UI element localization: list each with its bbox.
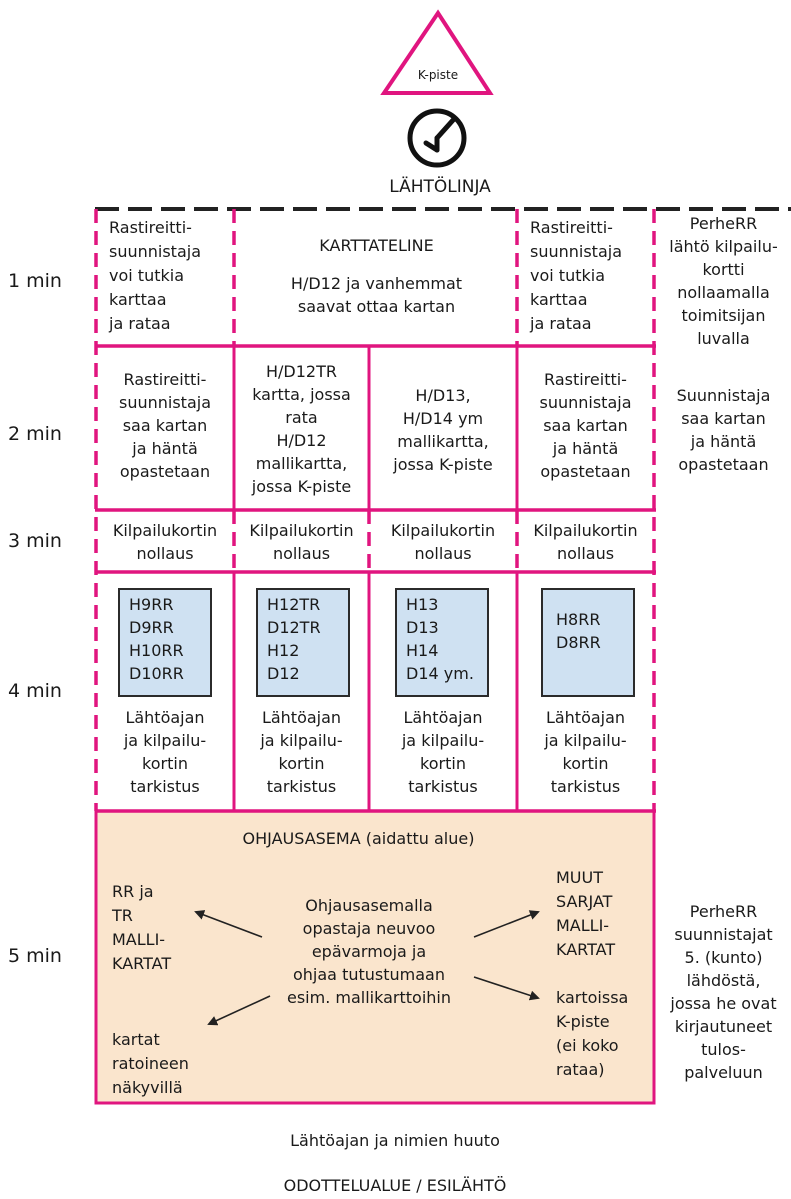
waiting-area-label: ODOTTELUALUE / ESILÄHTÖ [283, 1176, 507, 1195]
station-left-bottom: kartat ratoineen näkyvillä [112, 1030, 189, 1097]
station-side-note: PerheRR suunnistajat 5. (kunto) lähdöstä… [670, 902, 777, 1082]
row-label-4min: 4 min [8, 680, 62, 702]
map-rack-text: H/D12 ja vanhemmat saavat ottaa kartan [290, 274, 463, 316]
row2-cell-1: Rastireitti- suunnistaja saa kartan ja h… [118, 370, 211, 481]
row3-cell-2: Kilpailukortin nollaus [249, 521, 354, 563]
arrow-icon [194, 910, 263, 938]
row2-cell-3: H/D13, H/D14 ym mallikartta, jossa K-pis… [393, 386, 493, 474]
arrow-icon [473, 976, 540, 1001]
row2-side-note: Suunnistaja saa kartan ja häntä opasteta… [676, 386, 771, 474]
row-label-2min: 2 min [8, 423, 62, 445]
check-text-1: Lähtöajan ja kilpailu- kortin tarkistus [123, 708, 207, 796]
station-center-text: Ohjausasemalla opastaja neuvoo epävarmoj… [287, 896, 451, 1007]
start-line-label: LÄHTÖLINJA [389, 177, 491, 197]
class-box-2: H12TR D12TR H12 D12 [256, 588, 350, 697]
row2-cell-2: H/D12TR kartta, jossa rata H/D12 mallika… [251, 362, 352, 496]
row-label-3min: 3 min [8, 530, 62, 552]
class-box-3: H13 D13 H14 D14 ym. [395, 588, 489, 697]
arrow-icon [207, 995, 271, 1026]
row1-side-note: PerheRR lähtö kilpailu- kortti nollaamal… [669, 214, 778, 348]
clock-icon [407, 108, 467, 168]
row3-cell-1: Kilpailukortin nollaus [112, 521, 218, 563]
class-box-4: H8RR D8RR [541, 588, 635, 697]
check-text-2: Lähtöajan ja kilpailu- kortin tarkistus [260, 708, 343, 796]
row2-cell-4: Rastireitti- suunnistaja saa kartan ja h… [539, 370, 632, 481]
row-label-1min: 1 min [8, 270, 62, 292]
station-right-top: MUUT SARJAT MALLI- KARTAT [556, 868, 616, 959]
class-box-1: H9RR D9RR H10RR D10RR [118, 588, 212, 697]
station-title: OHJAUSASEMA (aidattu alue) [242, 829, 475, 848]
row3-cell-4: Kilpailukortin nollaus [533, 521, 638, 563]
row3-cell-3: Kilpailukortin nollaus [390, 521, 496, 563]
map-rack-title: KARTTATELINE [319, 236, 434, 255]
triangle-icon [380, 9, 494, 95]
k-piste-label: K-piste [417, 68, 459, 82]
station-left-top: RR ja TR MALLI- KARTAT [112, 882, 172, 973]
check-text-4: Lähtöajan ja kilpailu- kortin tarkistus [544, 708, 627, 796]
arrow-icon [473, 910, 540, 938]
station-right-bottom: kartoissa K-piste (ei koko rataa) [556, 988, 629, 1079]
row1-left-text: Rastireitti- suunnistaja voi tutkia kart… [109, 218, 202, 333]
call-label: Lähtöajan ja nimien huuto [290, 1131, 500, 1150]
row-label-5min: 5 min [8, 945, 62, 967]
row1-right-text: Rastireitti- suunnistaja voi tutkia kart… [530, 218, 623, 333]
check-text-3: Lähtöajan ja kilpailu- kortin tarkistus [401, 708, 485, 796]
station-area [94, 809, 656, 1105]
